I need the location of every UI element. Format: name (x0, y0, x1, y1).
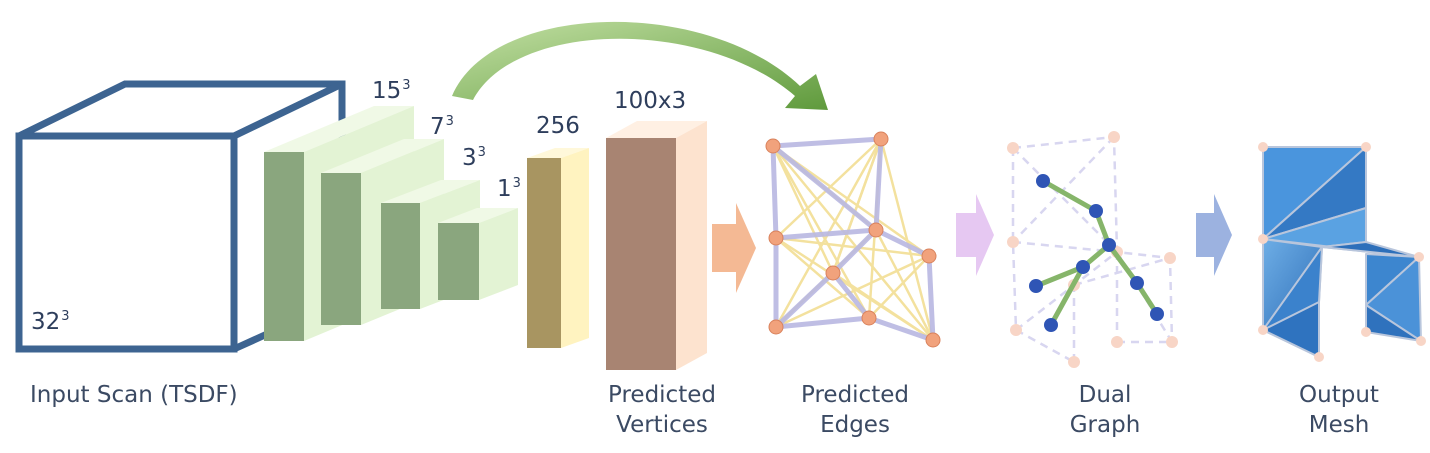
dim-100x3: 100x3 (614, 88, 687, 114)
vertex-node (861, 310, 877, 326)
vertex-node (768, 230, 784, 246)
arrow-purple (956, 194, 994, 276)
dual-graph (1007, 131, 1178, 368)
dual-node (1076, 260, 1090, 274)
volume-1 (438, 208, 518, 300)
skip-arrow (452, 21, 828, 110)
label-input-scan: Input Scan (TSDF) (30, 382, 238, 408)
dual-node (1029, 279, 1043, 293)
dual-node (1036, 174, 1050, 188)
dim-256: 256 (536, 113, 580, 139)
vertex-node (768, 319, 784, 335)
dim-1: 13 (497, 176, 521, 202)
dim-7: 73 (430, 114, 454, 140)
vertex-node (921, 248, 937, 264)
dual-node (1102, 238, 1116, 252)
output-mesh (1258, 142, 1426, 362)
arrow-orange (712, 203, 756, 293)
dual-node (1044, 318, 1058, 332)
dim-3: 33 (462, 145, 486, 171)
arrow-blue (1196, 194, 1232, 276)
vertex-node (925, 332, 941, 348)
vertices-100x3-bar (606, 121, 707, 370)
dual-node (1150, 307, 1164, 321)
vertex-node (868, 222, 884, 238)
dual-node (1130, 276, 1144, 290)
predicted-edges-graph (765, 131, 941, 348)
dim-15: 153 (372, 78, 411, 104)
fc-256-bar (527, 148, 589, 348)
dim-32: 323 (31, 309, 70, 335)
vertex-node (873, 131, 889, 147)
vertex-node (765, 138, 781, 154)
vertex-node (825, 265, 841, 281)
dual-node (1089, 204, 1103, 218)
